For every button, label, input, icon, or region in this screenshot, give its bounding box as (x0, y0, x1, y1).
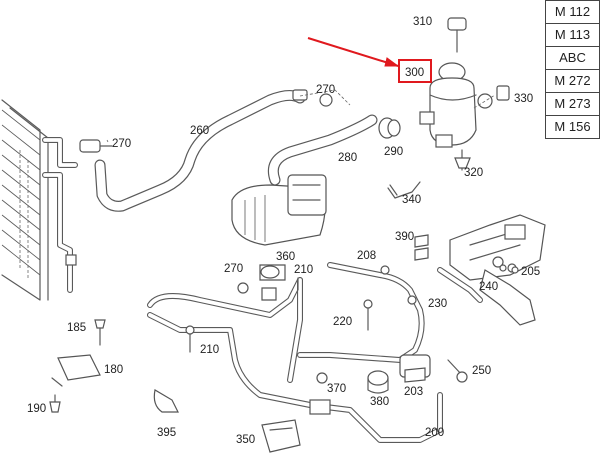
cooler-line-drawing (42, 137, 113, 293)
part-label-190[interactable]: 190 (27, 403, 46, 415)
small-parts-drawing (49, 139, 519, 453)
part-label-310[interactable]: 310 (413, 16, 432, 28)
part-label-340[interactable]: 340 (402, 194, 421, 206)
model-code-m156[interactable]: M 156 (545, 116, 600, 139)
hose-260-drawing (94, 89, 351, 212)
part-labels: 310 300 330 270 270 260 290 280 320 340 … (27, 16, 540, 446)
part-label-390[interactable]: 390 (395, 231, 414, 243)
red-arrow-head-icon (384, 57, 400, 67)
part-label-240[interactable]: 240 (479, 281, 498, 293)
part-label-395[interactable]: 395 (157, 427, 176, 439)
model-code-m112[interactable]: M 112 (545, 0, 600, 24)
part-label-260[interactable]: 260 (190, 125, 209, 137)
highlight-box (398, 59, 432, 83)
part-label-205[interactable]: 205 (521, 266, 540, 278)
part-label-185[interactable]: 185 (67, 322, 86, 334)
model-code-table: M 112 M 113 ABC M 272 M 273 M 156 (545, 0, 600, 139)
part-label-270-top[interactable]: 270 (316, 84, 335, 96)
part-label-270-left[interactable]: 270 (112, 138, 131, 150)
radiator-drawing (1, 99, 49, 301)
part-label-380[interactable]: 380 (370, 396, 389, 408)
part-label-280[interactable]: 280 (338, 152, 357, 164)
part-label-370[interactable]: 370 (327, 383, 346, 395)
part-label-208[interactable]: 208 (357, 250, 376, 262)
part-label-210-top[interactable]: 210 (294, 264, 313, 276)
part-label-300[interactable]: 300 (405, 67, 424, 79)
part-label-290[interactable]: 290 (384, 146, 403, 158)
part-label-250[interactable]: 250 (472, 365, 491, 377)
steering-gear-drawing (449, 214, 546, 326)
part-label-200[interactable]: 200 (425, 427, 444, 439)
model-code-m273[interactable]: M 273 (545, 93, 600, 116)
part-label-350[interactable]: 350 (236, 434, 255, 446)
model-code-abc[interactable]: ABC (545, 47, 600, 70)
bracket-340-drawing (387, 181, 421, 199)
model-code-m272[interactable]: M 272 (545, 70, 600, 93)
part-label-360[interactable]: 360 (276, 251, 295, 263)
red-arrow (307, 37, 399, 67)
pump-drawing (231, 114, 378, 246)
part-label-180[interactable]: 180 (104, 364, 123, 376)
clamp-290-drawing (378, 117, 401, 139)
part-label-210-bottom[interactable]: 210 (200, 344, 219, 356)
part-label-220[interactable]: 220 (333, 316, 352, 328)
part-label-203[interactable]: 203 (404, 386, 423, 398)
model-code-m113[interactable]: M 113 (545, 24, 600, 47)
part-label-270-mid[interactable]: 270 (224, 263, 243, 275)
highlight-annotation (307, 37, 432, 83)
part-label-320[interactable]: 320 (464, 167, 483, 179)
part-label-330[interactable]: 330 (514, 93, 533, 105)
reservoir-drawing (419, 17, 510, 171)
part-label-230[interactable]: 230 (428, 298, 447, 310)
